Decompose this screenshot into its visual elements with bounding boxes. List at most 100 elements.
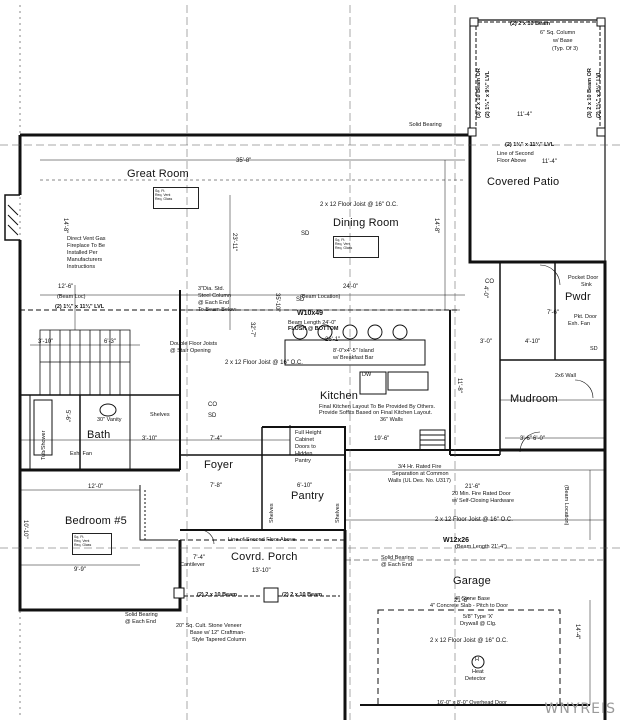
floor-joist-note: 2 x 12 Floor Joist @ 16" O.C. [320,202,398,208]
dimension: 12'-0" [88,484,104,490]
fire-separation-note: 3/4 Hr. Rated Fire [398,464,442,470]
kitchen-layout-note: Final Kitchen Layout To Be Provided By O… [319,404,436,410]
dimension: 6'-10" [297,483,313,489]
hidden-pantry-note: Hidden [295,451,313,457]
beam-length-label-2: (Beam Length 21'-4") [455,544,507,550]
dimension: 14'-8" [62,218,68,234]
area-box-line: Req. Glass [74,543,92,547]
dimension: 26'-1" [325,337,341,343]
dimension: 11'-4" [542,159,557,165]
dimension: 10'-10" [22,520,28,539]
dimension: 19'-6" [374,436,390,442]
dimension: 35'-10" [274,293,280,312]
area-box-line: Sq. Ft. [74,535,85,539]
kitchen-layout-note: 36" Walls [380,417,403,423]
dimension: 7'-4" [193,555,205,561]
beam-or-label: (3) 2 x 10 Beam OR [587,68,593,118]
stone-base-note: 4" Stone Base [455,596,490,602]
smoke-detector-label: SD [590,346,598,352]
dining-room-area-box: Sq. Ft. Req. Vent Req. Glass [333,236,379,258]
steel-column-note: To Beam Below [198,307,237,313]
solid-bearing-note: Solid Bearing [381,555,414,561]
co-detector-label: CO [485,279,494,285]
beam-location-label: (Beam Loc) [57,294,86,300]
dimension: 13'-10" [252,568,271,574]
beam-location-label: (Beam Location) [563,485,569,526]
pocket-door-note: Pocket Door [568,275,599,281]
smoke-detector-label: SD [208,413,217,419]
heat-detector-note: Detector [465,676,486,682]
room-great-room: Great Room [127,168,189,180]
room-dining-room: Dining Room [333,217,399,229]
kitchen-layout-note: Provide Soffits Based on Final Kitchen L… [319,410,433,416]
dimension: 7'-8" [210,483,222,489]
room-mudroom: Mudroom [510,393,558,405]
watermark: WNYREIS [544,701,616,717]
fireplace-note: Installed Per [67,250,98,256]
dimension: 21'-6" [465,484,481,490]
solid-bearing-note: Solid Bearing [409,122,442,128]
dimension: 11'-4" [517,112,532,118]
dimension: 6'-3" [104,339,116,345]
dimension: 3'-10" [142,436,158,442]
smoke-detector-label: SD [301,231,310,237]
room-foyer: Foyer [204,459,234,471]
beam-w12x26: W12x26 [443,537,470,544]
beam-label: (2) 2 x 10 Beam [510,21,551,27]
dimension: 5'-6" [64,410,70,422]
dimension: 3'-10" [38,339,54,345]
area-box-line: Req. Vent [74,539,90,543]
fireplace-note: Instructions [67,264,96,270]
shelves-label: Shelves [150,412,170,418]
double-joist-note: @ Stair Opening [170,348,211,354]
fire-separation-note: Separation at Common [392,471,449,477]
island-note: w/ Breakfast Bar [333,355,374,361]
room-bedroom-5: Bedroom #5 [65,515,127,527]
drywall-note: 5/8" Type 'X' [463,614,494,620]
beam-or-lvl-label: (2) 1³⁄₄" x 9½" LVL [596,70,602,118]
dishwasher-label: DW [362,372,372,378]
column-veneer-note: Style Tapered Column [192,637,247,643]
area-box-line: Sq. Ft. [335,238,346,242]
dimension: 7'-6" [547,310,559,316]
beam-length-label: Beam Length 24'-0" [288,320,337,326]
room-bath: Bath [87,429,111,441]
area-box-line: Sq. Ft. [155,189,166,193]
fireplace-note: Manufacturers [67,257,103,263]
dimension: 7'-4" [210,436,222,442]
double-joist-note: Double Floor Joists [170,341,218,347]
tub-shower-note: Tub/Shower [41,430,47,460]
shelves-label: Shelves [269,503,275,523]
pocket-door-note: Pkt. Door [574,314,597,320]
beam-w10x49: W10x49 [297,310,324,317]
dimension: 23'-11" [231,233,237,252]
dimension: 11'-8" [456,378,462,393]
floor-joist-note: 2 x 12 Floor Joist @ 16" O.C. [430,638,508,644]
dimension: 3'-0" [480,339,492,345]
fireplace-note: Fireplace To Be [67,243,106,249]
dimension: 35'-8" [236,158,252,164]
shelves-label: Shelves [335,503,341,523]
dimension: 4'-10" [525,339,541,345]
sink-note: Sink [581,282,592,288]
column-veneer-note: Base w/ 12" Craftman- [190,630,246,636]
dimension: 12'-6" [58,284,74,290]
line-second-floor-note-2: Floor Above [497,158,527,164]
line-second-floor-porch: Line of Second Floor Above [228,537,296,543]
dimension: 14'-8" [433,218,439,234]
column-base-label: w/ Base [553,38,573,44]
fire-door-note: 20 Min. Fire Rated Door [452,491,511,497]
dimension: 3'-6" [520,436,532,442]
line-second-floor-note: Line of Second [497,151,534,157]
steel-column-note: @ Each End [198,300,229,306]
cantilever-label: Cantilever [180,562,205,568]
lvl-patio-label: (2) 1¾" x 11¾" LVL [505,142,555,148]
beam-or-lvl-label: (2) 1³⁄₄" x 9½" LVL [485,70,491,118]
exhaust-fan-note: Exh. Fan [568,321,591,327]
exhaust-fan-note: Exh. Fan [70,451,93,457]
solid-bearing-note: Solid Bearing [125,612,158,618]
dimension: 32'-7" [249,322,255,338]
floor-joist-note: 2 x 12 Floor Joist @ 16" O.C. [435,517,513,523]
